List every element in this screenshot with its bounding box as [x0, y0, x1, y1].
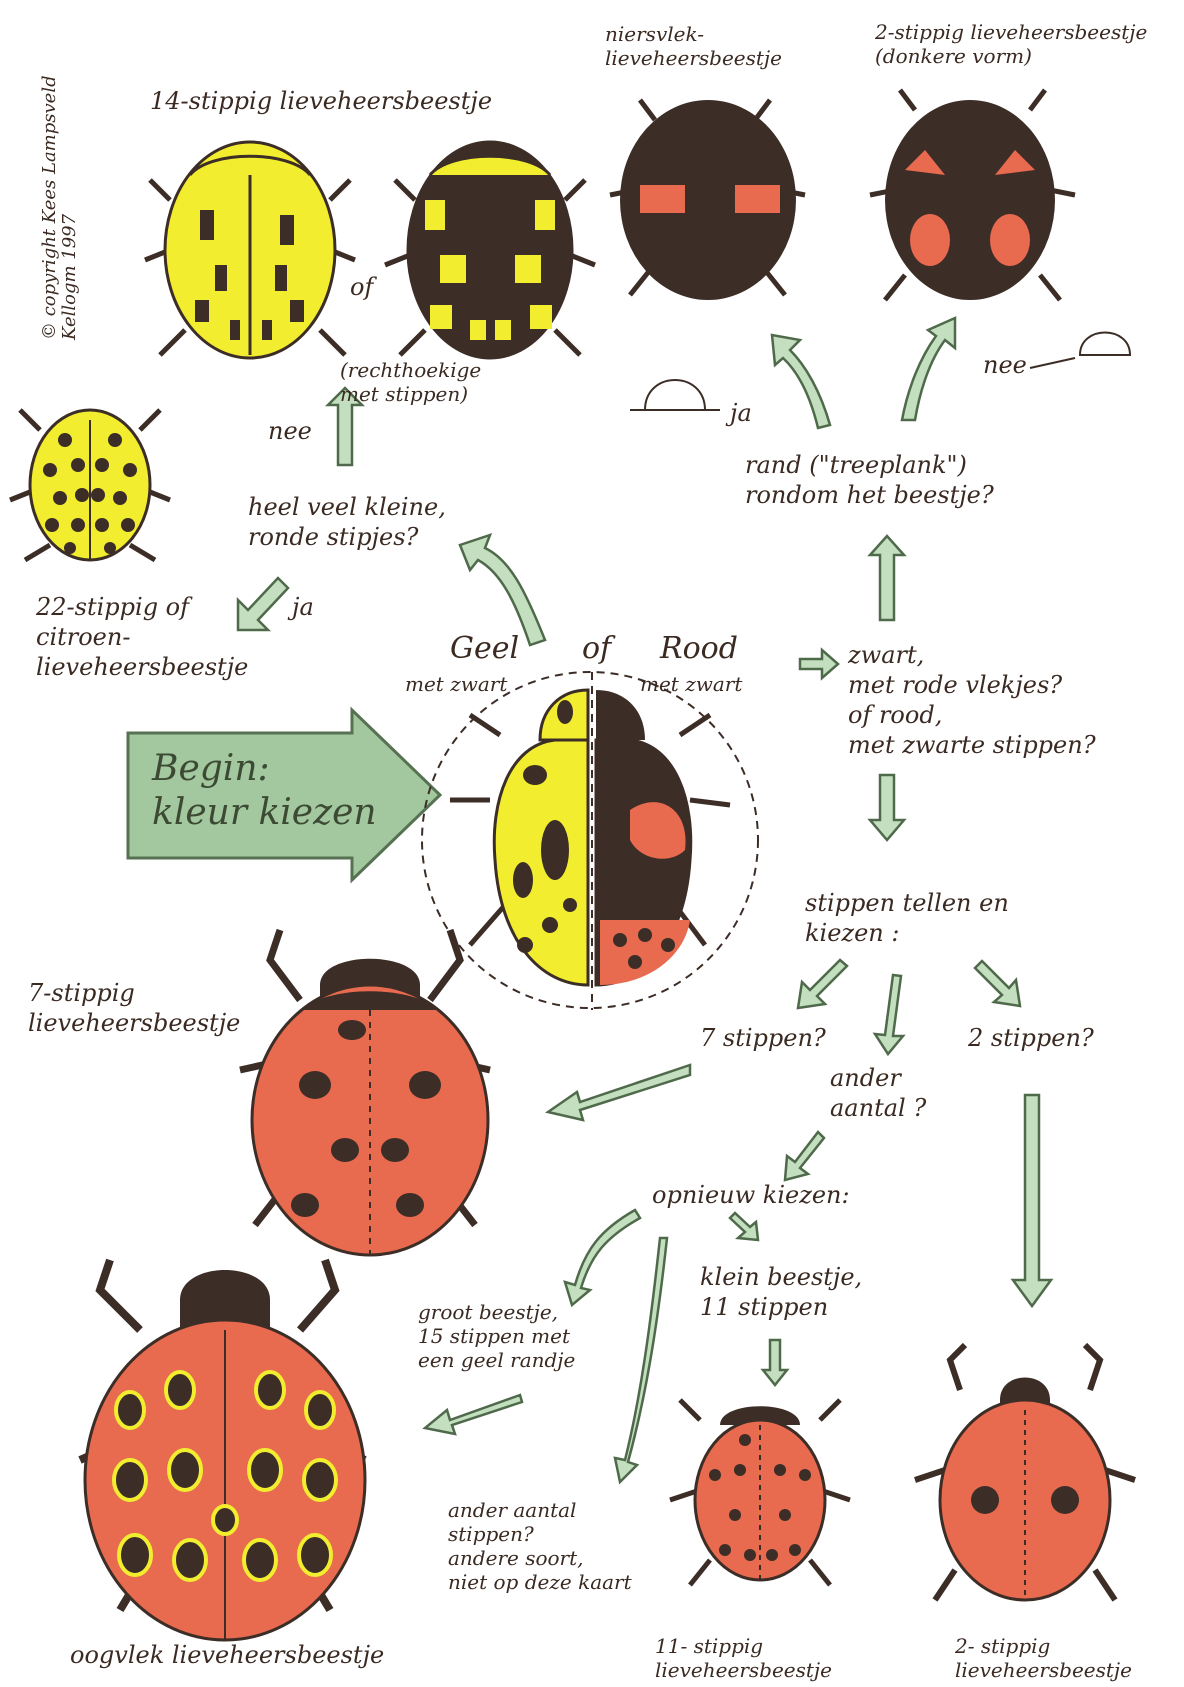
label-rectangular-note: (rechthoekige met stippen)	[340, 358, 481, 406]
label-7-stippen: 7 stippen?	[700, 1023, 826, 1053]
beetle-niersvlek	[610, 100, 805, 300]
beetle-11-spot	[670, 1400, 850, 1585]
beetle-14-spot-b	[385, 142, 595, 358]
label-ja-rim: ja	[730, 398, 752, 428]
label-nee-rim: nee	[983, 350, 1027, 380]
label-or: of	[350, 272, 373, 302]
label-14-spot: 14-stippig lieveheersbeestje	[150, 86, 492, 116]
label-7-spot: 7-stippig lieveheersbeestje	[28, 978, 240, 1038]
label-other-count: ander aantal stippen? andere soort, niet…	[448, 1498, 632, 1594]
beetle-7-spot	[240, 930, 490, 1255]
copyright-note: © copyright Kees Lampsveld Kellogm 1997	[40, 20, 80, 340]
beetle-oogvlek	[80, 1260, 365, 1640]
beetle-2-spot-dark	[870, 90, 1075, 300]
central-beetle	[422, 672, 758, 1010]
label-ander-aantal: ander aantal ?	[830, 1063, 926, 1123]
beetle-14-spot-a	[145, 142, 355, 358]
label-2-spot: 2- stippig lieveheersbeestje	[955, 1634, 1132, 1682]
label-big-beetle: groot beestje, 15 stippen met een geel r…	[418, 1300, 575, 1372]
beetle-22-spot	[10, 410, 170, 560]
label-met-zwart-left: met zwart	[405, 672, 507, 696]
profile-without-rim	[1030, 333, 1130, 369]
label-11-spot: 11- stippig lieveheersbeestje	[655, 1634, 832, 1682]
label-of: of	[582, 632, 611, 666]
label-nee-yellow: nee	[268, 416, 312, 446]
label-met-zwart-right: met zwart	[640, 672, 742, 696]
begin-label: Begin: kleur kiezen	[128, 733, 390, 858]
label-question-rim: rand ("treeplank") rondom het beestje?	[745, 450, 994, 510]
beetle-2-spot	[915, 1345, 1135, 1600]
label-rood: Rood	[660, 632, 738, 666]
label-2-stippen: 2 stippen?	[968, 1023, 1094, 1053]
label-small-beetle: klein beestje, 11 stippen	[700, 1262, 862, 1322]
label-2-spot-dark: 2-stippig lieveheersbeestje (donkere vor…	[875, 20, 1147, 68]
label-geel: Geel	[450, 632, 519, 666]
label-count-instruction: stippen tellen en kiezen :	[805, 888, 1009, 948]
label-question-small-spots: heel veel kleine, ronde stipjes?	[248, 492, 446, 552]
label-question-dark: zwart, met rode vlekjes? of rood, met zw…	[848, 640, 1096, 760]
profile-with-rim	[630, 380, 720, 410]
label-niersvlek: niersvlek- lieveheersbeestje	[605, 22, 782, 70]
label-22-spot: 22-stippig of citroen- lieveheersbeestje	[36, 592, 248, 682]
label-choose-again: opnieuw kiezen:	[652, 1180, 850, 1210]
label-ja-yellow: ja	[292, 592, 314, 622]
label-oogvlek: oogvlek lieveheersbeestje	[70, 1640, 384, 1670]
